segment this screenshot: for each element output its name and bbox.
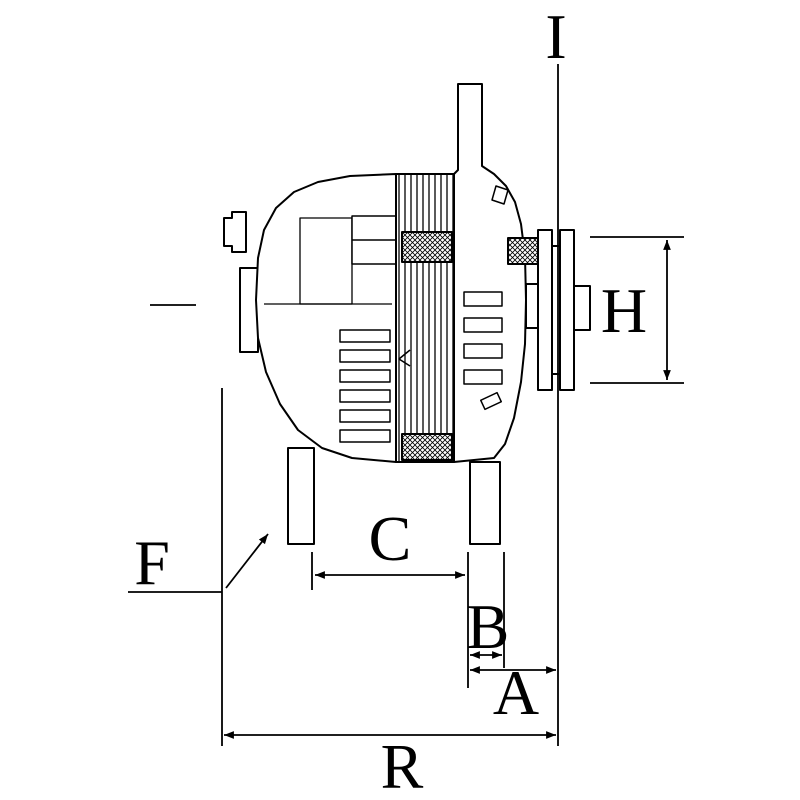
winding-block-bottom <box>401 433 453 461</box>
dimension-label-h: H <box>601 275 647 346</box>
shaft <box>525 283 539 329</box>
pulley-flange-left <box>537 229 553 391</box>
dimension-lines <box>128 64 684 746</box>
rear-vent-slots <box>339 329 391 443</box>
f-leader-arrow <box>225 533 269 589</box>
dimension-label-f: F <box>134 527 170 598</box>
pulley <box>537 229 591 391</box>
dimension-label-c: C <box>369 503 412 574</box>
stator-ribs <box>395 173 455 463</box>
dimension-label-r: R <box>381 731 424 800</box>
winding-block-top <box>401 231 453 263</box>
dimension-label-b: B <box>467 591 510 662</box>
pulley-nut <box>573 285 591 331</box>
alternator-drawing <box>223 83 591 545</box>
mounting-foot-front <box>469 461 501 545</box>
pulley-flange-right <box>559 229 575 391</box>
rear-tab-lower <box>239 267 259 353</box>
rear-tab-top <box>223 211 247 253</box>
fan-spacer <box>507 237 539 265</box>
mounting-foot-rear <box>287 447 315 545</box>
dimension-label-a: A <box>493 657 539 728</box>
dimension-labels: I H F C B A R <box>134 1 647 800</box>
dimension-label-i: I <box>545 1 566 72</box>
front-vent-slots <box>463 291 503 411</box>
through-bolt <box>491 185 509 205</box>
rotor-mark <box>398 349 411 367</box>
